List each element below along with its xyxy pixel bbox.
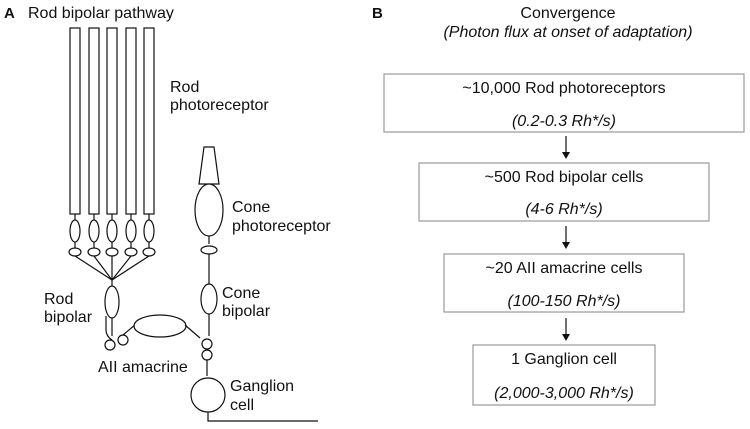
rod-photoreceptor-label-1: Rod: [170, 79, 199, 96]
rod-bipolar-cell: [104, 278, 129, 351]
rod-photoreceptor: [68, 27, 82, 257]
cone-bipolar-label-2: bipolar: [222, 303, 271, 320]
ganglion-cell: [190, 377, 318, 422]
arrow-1: [562, 136, 570, 159]
stage-box-aii-amacrine: ~20 AII amacrine cells (100-150 Rh*/s): [443, 253, 685, 313]
stage-count: 1 Ganglion cell: [511, 351, 617, 368]
panel-a-letter: A: [4, 5, 15, 22]
stage-flux: (4-6 Rh*/s): [525, 201, 602, 218]
ganglion-cell-label-2: cell: [230, 397, 254, 414]
stage-box-rod-photoreceptors: ~10,000 Rod photoreceptors (0.2-0.3 Rh*/…: [383, 73, 745, 133]
cone-photoreceptor-label-1: Cone: [232, 199, 270, 216]
stage-flux: (100-150 Rh*/s): [508, 293, 621, 310]
rod-photoreceptor: [87, 27, 101, 257]
rod-bipolar-label-2: bipolar: [44, 309, 93, 326]
rod-photoreceptor: [142, 27, 156, 257]
arrow-3: [562, 318, 570, 341]
cone-photoreceptor: [194, 146, 224, 284]
panel-b-letter: B: [372, 5, 383, 22]
cone-bipolar-label-1: Cone: [222, 285, 260, 302]
cone-bipolar-cell: [200, 283, 218, 376]
panel-b-title: Convergence: [520, 5, 615, 22]
stage-flux: (0.2-0.3 Rh*/s): [512, 113, 616, 130]
rod-bipolar-label-1: Rod: [44, 291, 73, 308]
panel-b-subtitle: (Photon flux at onset of adaptation): [443, 24, 692, 41]
stage-count: ~20 AII amacrine cells: [486, 260, 643, 277]
stage-box-ganglion: 1 Ganglion cell (2,000-3,000 Rh*/s): [472, 344, 656, 406]
rod-synapse-line: [111, 255, 150, 281]
aii-amacrine-label: AII amacrine: [98, 359, 188, 376]
rod-photoreceptor: [105, 27, 119, 257]
rod-photoreceptor: [124, 27, 138, 257]
rod-synapse-line: [93, 255, 113, 281]
rod-synapse-line: [74, 255, 113, 281]
arrow-2: [562, 226, 570, 249]
stage-count: ~10,000 Rod photoreceptors: [462, 80, 665, 97]
stage-flux: (2,000-3,000 Rh*/s): [494, 385, 634, 402]
panel-a-title: Rod bipolar pathway: [28, 5, 174, 22]
stage-box-rod-bipolar: ~500 Rod bipolar cells (4-6 Rh*/s): [418, 162, 710, 222]
ganglion-cell-label-1: Ganglion: [230, 378, 294, 395]
rod-synapse-line: [111, 255, 132, 281]
cone-photoreceptor-label-2: photoreceptor: [232, 218, 331, 235]
rod-photoreceptor-label-2: photoreceptor: [170, 97, 269, 114]
stage-count: ~500 Rod bipolar cells: [485, 169, 644, 186]
rod-synapse-lines: [74, 255, 150, 281]
rod-photoreceptors: [68, 27, 156, 257]
aii-amacrine-cell: [122, 314, 201, 339]
